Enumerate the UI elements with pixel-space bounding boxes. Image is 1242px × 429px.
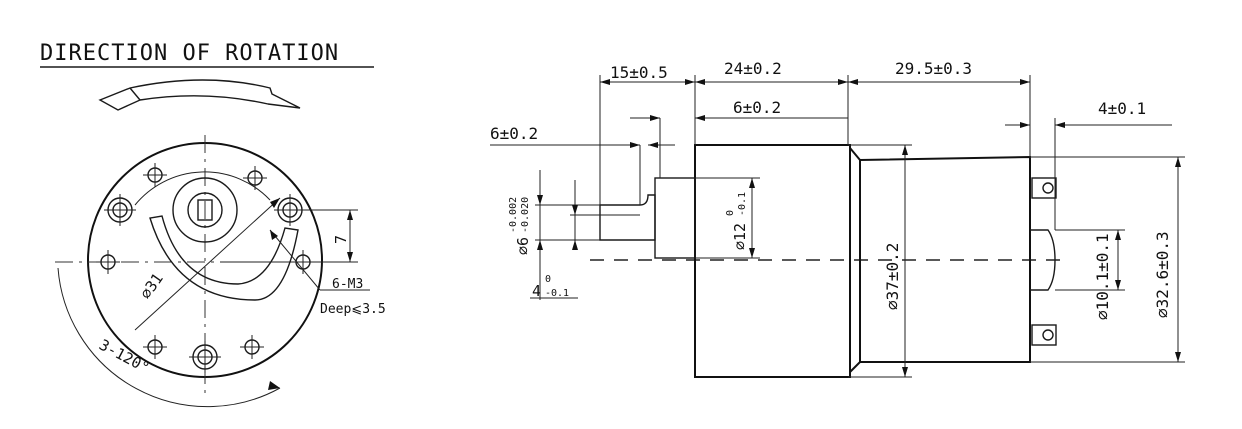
m3-leader <box>269 229 321 291</box>
angle-arrow-icon <box>268 381 280 390</box>
dim-6-inner-label: 6±0.2 <box>733 98 781 117</box>
m3-hole <box>143 335 167 359</box>
m3-arrow-icon <box>270 230 278 240</box>
dim-4-right-label: 4±0.1 <box>1098 99 1146 118</box>
terminal-bottom <box>1031 324 1057 346</box>
pcd-arrow-icon <box>270 198 280 208</box>
m3-label: 6-M3 <box>332 277 363 292</box>
shaft-flat <box>197 199 213 221</box>
rear-bearing <box>1030 229 1056 291</box>
shaft-dia-upper: -0.002 <box>508 197 519 233</box>
shaft-dia-lower: -0.020 <box>520 197 531 233</box>
output-shaft <box>599 194 656 241</box>
bearing-dia-label: ⌀10.1±0.1 <box>1093 233 1112 320</box>
angle-label: 3-120° <box>96 336 152 377</box>
can-dia-label: ⌀32.6±0.3 <box>1153 231 1172 318</box>
shaft-boss-outer <box>172 177 238 243</box>
diagram-title: DIRECTION OF ROTATION <box>40 41 339 66</box>
pcd-leader <box>134 197 281 331</box>
boss-upper: 0 <box>725 210 736 216</box>
side-view: 15±0.5 24±0.2 29.5±0.3 6±0.2 6±0.2 4±0.1… <box>490 59 1185 378</box>
mount-hole <box>189 341 221 373</box>
dimension-arrowheads <box>347 79 1181 377</box>
angle-arc <box>57 267 281 408</box>
m3-hole <box>240 335 264 359</box>
front-view: ⌀31 7 6-M3 Deep⩽3.5 3-120° <box>55 135 386 408</box>
pcd-label: ⌀31 <box>137 270 167 303</box>
m3-hole <box>143 163 167 187</box>
motor-can <box>849 147 1031 373</box>
rotation-arrow-icon <box>98 79 301 111</box>
front-crescent <box>149 215 299 301</box>
gearbox-body <box>694 144 851 378</box>
flat-lower: -0.1 <box>545 288 569 299</box>
shaft-dia-main: ⌀6 <box>514 237 532 255</box>
flat-upper: 0 <box>545 274 551 285</box>
offset-label: 7 <box>332 235 350 244</box>
dim-15-label: 15±0.5 <box>610 63 668 82</box>
shaft-boss-inner <box>187 192 223 228</box>
dim-6-left-label: 6±0.2 <box>490 124 538 143</box>
boss-lower: -0.1 <box>737 192 748 216</box>
depth-label: Deep⩽3.5 <box>320 302 386 317</box>
m3-hole <box>96 250 120 274</box>
boss-main: ⌀12 <box>731 223 749 250</box>
body-dia-label: ⌀37±0.2 <box>883 243 902 310</box>
boss-label-group: ⌀12 0 -0.1 <box>725 192 749 250</box>
terminal-top <box>1031 177 1057 199</box>
shaft-boss <box>654 177 696 259</box>
pitch-circle-arc <box>134 171 271 206</box>
dim-29-label: 29.5±0.3 <box>895 59 972 78</box>
flat-main: 4 <box>532 282 541 300</box>
shaft-dia-label-group: ⌀6 -0.002 -0.020 <box>508 197 532 255</box>
mount-hole <box>104 194 136 226</box>
dim-24-label: 24±0.2 <box>724 59 782 78</box>
m3-hole <box>243 166 267 190</box>
